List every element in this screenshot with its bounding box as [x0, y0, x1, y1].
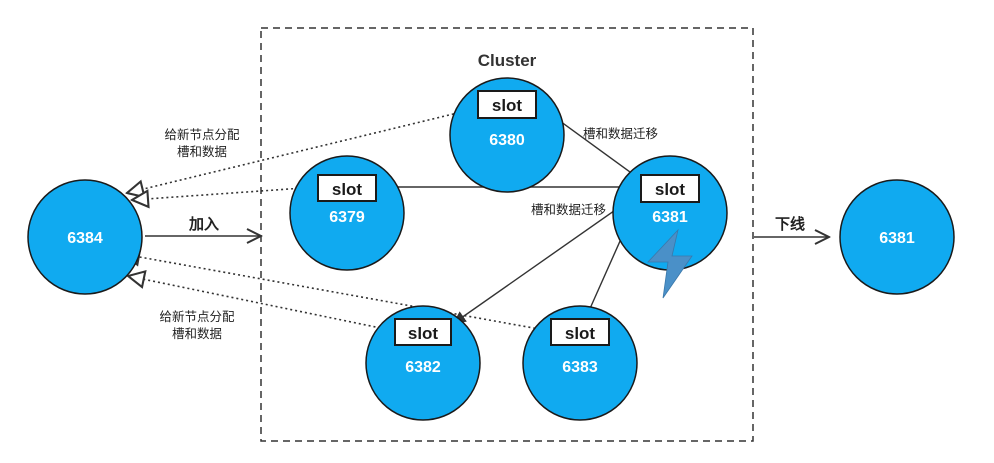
assign-bottom-label-line1: 给新节点分配 — [159, 309, 235, 324]
node-6384-label: 6384 — [67, 230, 103, 247]
assign-bottom-label-line2: 槽和数据 — [172, 326, 222, 341]
lightning-icon — [647, 228, 693, 299]
assign-edge-6379 — [132, 186, 319, 200]
node-6379: 6379 slot — [289, 155, 405, 271]
slot-box-6379 — [317, 174, 377, 202]
slot-label-6383: slot — [565, 324, 596, 343]
slot-label-6380: slot — [492, 96, 523, 115]
slot-box-6382 — [394, 318, 452, 346]
join-label: 加入 — [188, 215, 219, 233]
node-6379-label: 6379 — [329, 209, 365, 226]
node-6383: 6383 slot — [522, 305, 638, 421]
slot-label-6382: slot — [408, 324, 439, 343]
slot-box-6380 — [477, 90, 537, 119]
assign-edge-6383 — [123, 254, 551, 332]
node-6383-label: 6383 — [562, 359, 598, 376]
slot-box-6381 — [640, 174, 700, 203]
node-6384: 6384 — [27, 179, 143, 295]
cluster-title: Cluster — [478, 51, 537, 70]
migrate-edge-6382 — [452, 191, 642, 324]
node-6381-offline: 6381 — [839, 179, 955, 295]
node-6381-offline-label: 6381 — [879, 230, 915, 247]
node-6381-label: 6381 — [652, 209, 688, 226]
migrate-mid-label: 槽和数据迁移 — [531, 202, 606, 217]
assign-top-label-line2: 槽和数据 — [177, 144, 227, 159]
node-6380-label: 6380 — [489, 132, 525, 149]
assign-edge-6380 — [127, 107, 479, 193]
assign-edge-6382 — [128, 276, 396, 332]
node-6381: 6381 slot — [612, 155, 728, 299]
assign-top-label-line1: 给新节点分配 — [164, 127, 240, 142]
node-6382: 6382 slot — [365, 305, 481, 421]
node-6382-label: 6382 — [405, 359, 441, 376]
node-6380: 6380 slot — [449, 77, 565, 193]
migrate-top-label: 槽和数据迁移 — [583, 126, 658, 141]
offline-label: 下线 — [775, 215, 805, 233]
slot-label-6379: slot — [332, 180, 363, 199]
slot-box-6383 — [550, 318, 610, 346]
cluster-box — [260, 27, 754, 442]
slot-label-6381: slot — [655, 180, 686, 199]
